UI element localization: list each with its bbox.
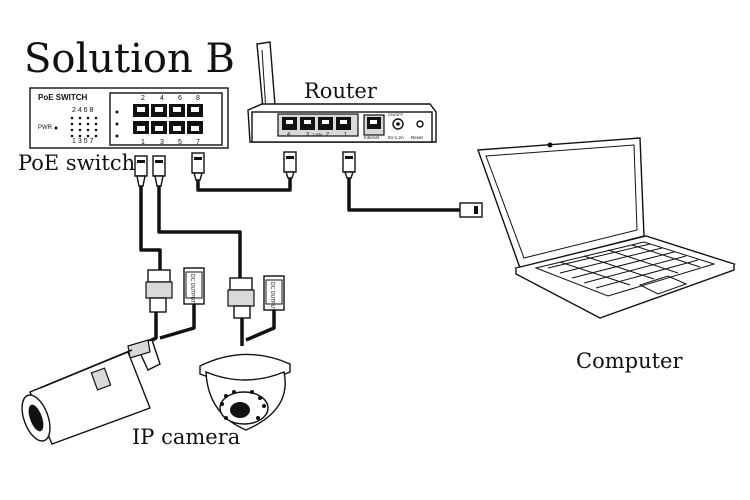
router-device: 4 3 LAN 2 1 Internet ON/OFF 5V-1.2A Rese… [247, 41, 437, 143]
rj45-plug-computer [459, 202, 483, 218]
router-lan-port-1: 1 [344, 132, 347, 138]
dome-ir-leds [220, 390, 266, 420]
router-label: Router [304, 79, 378, 103]
cable-switch-to-bullet-camera [139, 185, 162, 270]
router-internet-caption: Internet [364, 135, 380, 140]
switch-led-bottom-numbers: 1 3 5 7 [72, 138, 94, 145]
dome-camera [199, 353, 291, 431]
router-power-caption: 5V-1.2A [388, 135, 404, 140]
rj45-plug-router-lan [283, 151, 297, 179]
router-lan-port-3: 3 [306, 132, 309, 138]
cable-switch-to-dome-camera [157, 185, 242, 278]
router-lan-caption: LAN [313, 132, 322, 137]
cable-dome-dc-tail [245, 310, 276, 342]
router-lan-port-4: 4 [287, 132, 290, 138]
rj45-plug-switch-5 [191, 152, 205, 181]
poe-switch-device: PoE SWITCH 2 4 6 8 PWR 1 3 5 7 2 4 6 8 1… [29, 87, 229, 149]
balun-label-dome: DC OUTPUT [269, 282, 275, 311]
diagram-title: Solution B [24, 36, 235, 82]
switch-ethernet-ports [133, 104, 203, 134]
switch-caption: PoE SWITCH [38, 93, 88, 102]
webcam-icon [547, 142, 553, 148]
switch-led-top-numbers: 2 4 6 8 [72, 107, 94, 114]
router-reset-caption: Reset [411, 135, 424, 140]
poe-splitter-dome: DC OUTPUT [227, 275, 285, 319]
bullet-camera [21, 339, 161, 445]
router-onoff-caption: ON/OFF [388, 112, 404, 117]
switch-port-number-8: 8 [196, 95, 200, 102]
laptop-touchpad [638, 275, 688, 295]
cable-switch-to-router [196, 170, 292, 192]
rj45-connectors [134, 151, 483, 218]
switch-port-number-4: 4 [160, 95, 164, 102]
rj45-plug-switch-3 [152, 155, 166, 187]
laptop-computer [477, 137, 737, 319]
switch-port-number-3: 3 [160, 139, 164, 146]
switch-port-number-5: 5 [178, 139, 182, 146]
switch-port-number-2: 2 [141, 95, 145, 102]
cable-router-to-computer [347, 176, 460, 212]
poe-splitter-bullet: DC OUTPUT [145, 267, 205, 313]
balun-label-bullet: DC OUTPUT [189, 274, 195, 303]
switch-led-dots [54, 110, 119, 138]
switch-pwr-label: PWR [38, 125, 53, 131]
switch-port-number-6: 6 [178, 95, 182, 102]
poe-switch-label: PoE switch [18, 151, 135, 175]
network-cables [135, 170, 460, 350]
rj45-plug-router-wan [342, 151, 356, 179]
router-lan-port-2: 2 [326, 132, 329, 138]
switch-port-number-7: 7 [196, 139, 200, 146]
cable-bullet-dc-tail [159, 304, 196, 340]
laptop-keyboard-keys [547, 243, 701, 289]
rj45-plug-switch-1 [134, 155, 148, 187]
computer-label: Computer [576, 349, 683, 373]
switch-port-number-1: 1 [141, 139, 145, 146]
ip-camera-label: IP camera [132, 425, 240, 449]
